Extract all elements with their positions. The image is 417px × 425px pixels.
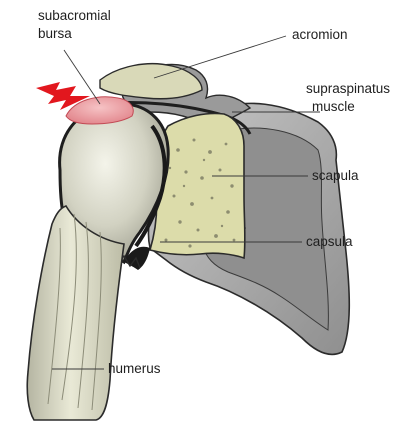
label-capsula: capsula [306, 234, 353, 249]
label-supraspinatus-line1: supraspinatus [306, 81, 390, 96]
leader-acromion [154, 36, 286, 78]
label-supraspinatus-line2: muscle [312, 99, 355, 114]
label-acromion: acromion [292, 27, 348, 42]
label-subacromial-bursa-line2: bursa [38, 26, 72, 41]
label-humerus: humerus [108, 361, 161, 376]
label-subacromial-bursa-line1: subacromial [38, 8, 111, 23]
label-scapula: scapula [312, 168, 359, 183]
